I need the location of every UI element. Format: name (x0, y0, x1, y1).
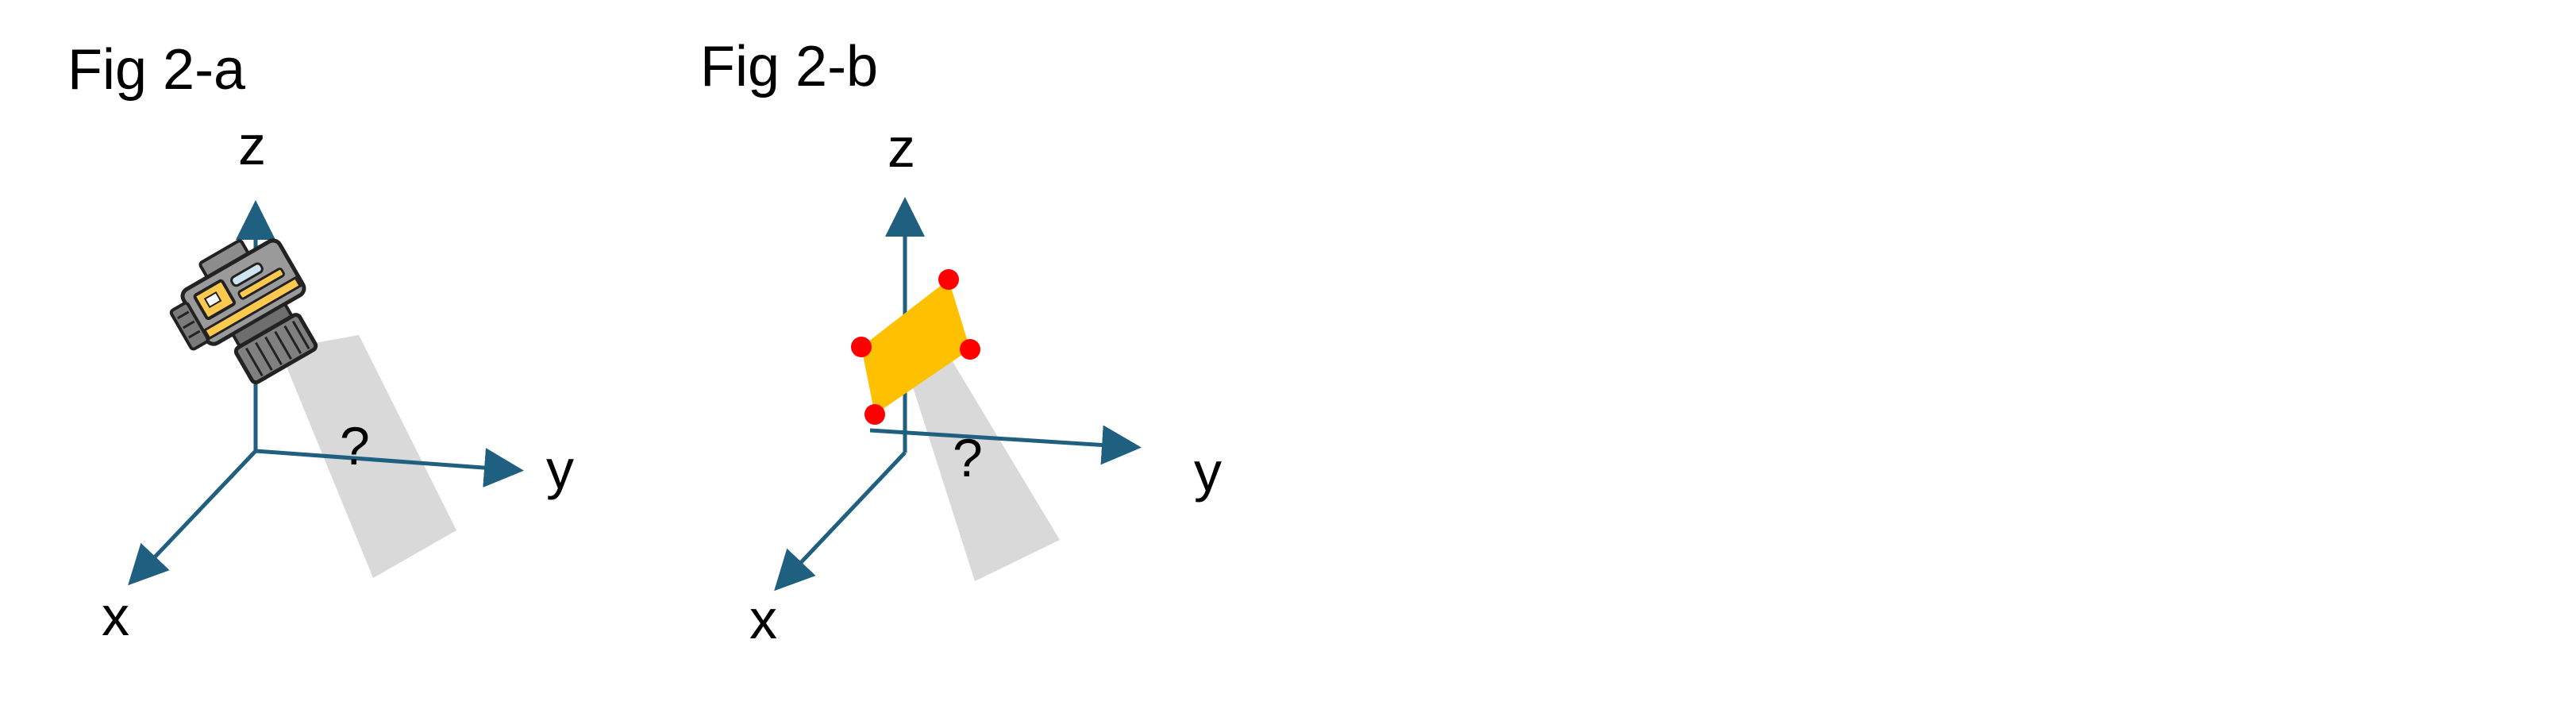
z-axis-label: z (238, 114, 266, 176)
x-axis (128, 449, 257, 586)
x-axis (774, 451, 907, 591)
z-axis-label: z (888, 117, 915, 179)
x-axis-label: x (749, 588, 777, 650)
camera-icon (169, 238, 318, 385)
corner-point (851, 337, 872, 357)
x-axis-label: x (102, 585, 129, 647)
figure-2a: Fig 2-a z y x ? (67, 38, 574, 647)
figure-2b-title: Fig 2-b (700, 35, 878, 98)
y-axis-label: y (546, 438, 574, 500)
y-axis (255, 448, 524, 488)
corner-point (864, 404, 885, 425)
figure-2b: Fig 2-b z y x ? (700, 35, 1222, 650)
unknown-question-mark: ? (953, 428, 983, 488)
projection-cone (909, 359, 1060, 581)
unknown-question-mark: ? (340, 416, 370, 476)
y-axis (869, 425, 1142, 465)
projection-cone (279, 335, 456, 578)
figure-2a-title: Fig 2-a (67, 38, 246, 102)
corner-point (938, 269, 959, 290)
corner-point (960, 339, 980, 360)
y-axis-label: y (1194, 441, 1222, 503)
rectangle-marker (861, 279, 970, 414)
